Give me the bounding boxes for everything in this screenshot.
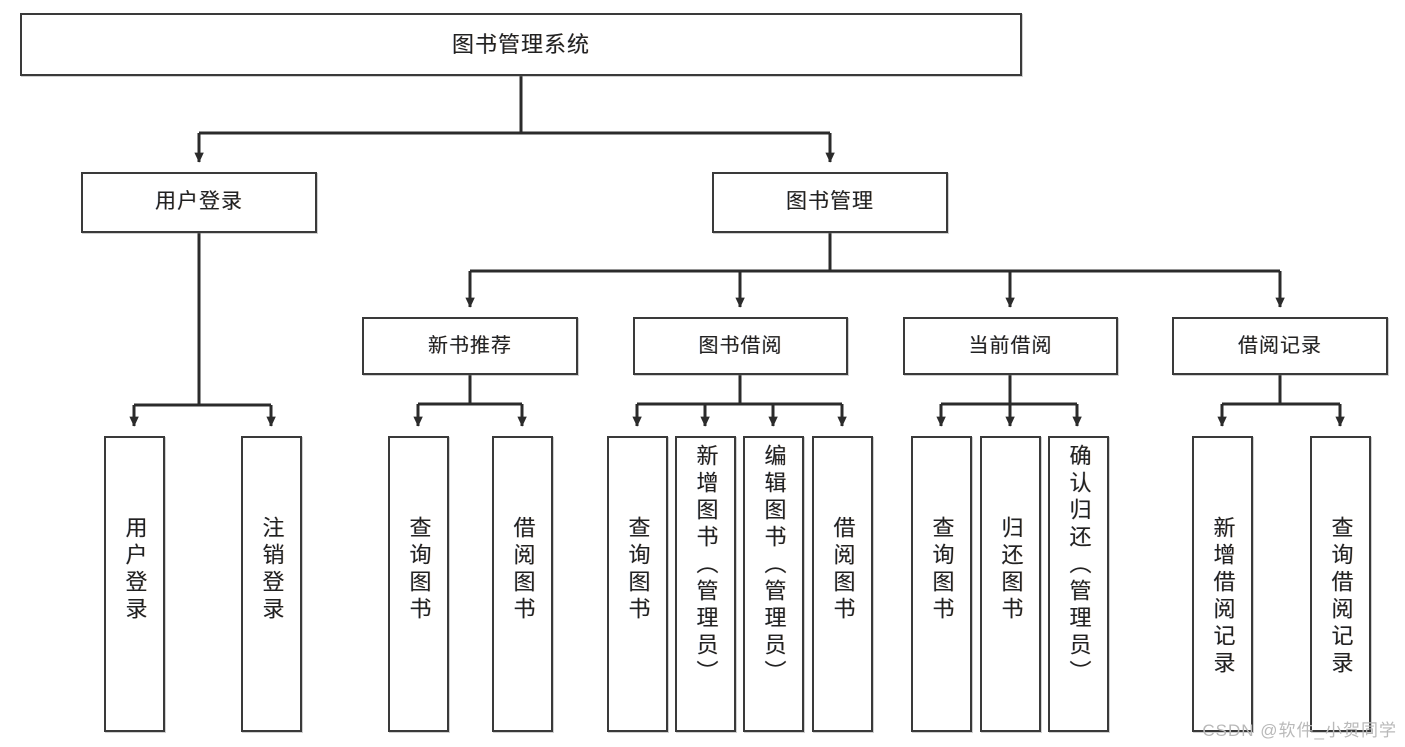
- node-user-login[interactable]: 用户登录: [81, 172, 317, 233]
- csdn-watermark: CSDN @软件_小贺同学: [1202, 721, 1397, 740]
- leaf-label: 注销登录: [259, 516, 285, 624]
- node-root-book-management-system[interactable]: 图书管理系统: [20, 13, 1022, 76]
- leaf-label: 归还图书: [998, 516, 1024, 624]
- node-label: 当前借阅: [968, 334, 1053, 357]
- leaf-book-borrow-query-book[interactable]: 查询图书: [607, 436, 668, 732]
- leaf-label: 用户登录: [122, 516, 148, 624]
- node-book-management[interactable]: 图书管理: [712, 172, 948, 233]
- node-current-borrow[interactable]: 当前借阅: [903, 317, 1118, 375]
- leaf-label: 查询图书: [929, 516, 955, 624]
- node-book-borrow[interactable]: 图书借阅: [633, 317, 848, 375]
- leaf-borrow-record-add-record[interactable]: 新增借阅记录: [1192, 436, 1253, 732]
- leaf-label: 查询图书: [625, 516, 651, 624]
- leaf-user-login-login[interactable]: 用户登录: [104, 436, 165, 732]
- leaf-label: 查询借阅记录: [1328, 516, 1354, 678]
- leaf-label: 借阅图书: [510, 516, 536, 624]
- node-label: 图书管理: [786, 190, 874, 214]
- leaf-label: 确认归还（管理员）: [1066, 444, 1092, 687]
- leaf-new-book-borrow-book[interactable]: 借阅图书: [492, 436, 553, 732]
- node-new-book-recommend[interactable]: 新书推荐: [362, 317, 578, 375]
- leaf-current-borrow-query-book[interactable]: 查询图书: [911, 436, 972, 732]
- leaf-current-borrow-confirm-return-admin[interactable]: 确认归还（管理员）: [1048, 436, 1109, 732]
- node-label: 新书推荐: [428, 334, 512, 357]
- leaf-label: 借阅图书: [830, 516, 856, 624]
- node-borrow-record[interactable]: 借阅记录: [1172, 317, 1388, 375]
- node-label: 图书借阅: [698, 334, 783, 357]
- leaf-new-book-query-book[interactable]: 查询图书: [388, 436, 449, 732]
- leaf-label: 编辑图书（管理员）: [761, 444, 787, 687]
- leaf-label: 新增借阅记录: [1210, 516, 1236, 678]
- leaf-book-borrow-add-book-admin[interactable]: 新增图书（管理员）: [675, 436, 736, 732]
- leaf-label: 查询图书: [406, 516, 432, 624]
- leaf-borrow-record-query-record[interactable]: 查询借阅记录: [1310, 436, 1371, 732]
- leaf-book-borrow-edit-book-admin[interactable]: 编辑图书（管理员）: [743, 436, 804, 732]
- node-label: 借阅记录: [1238, 334, 1322, 357]
- leaf-current-borrow-return-book[interactable]: 归还图书: [980, 436, 1041, 732]
- node-label: 用户登录: [155, 190, 243, 214]
- leaf-user-login-logout[interactable]: 注销登录: [241, 436, 302, 732]
- leaf-label: 新增图书（管理员）: [693, 444, 719, 687]
- node-label: 图书管理系统: [451, 31, 590, 57]
- leaf-book-borrow-borrow-book[interactable]: 借阅图书: [812, 436, 873, 732]
